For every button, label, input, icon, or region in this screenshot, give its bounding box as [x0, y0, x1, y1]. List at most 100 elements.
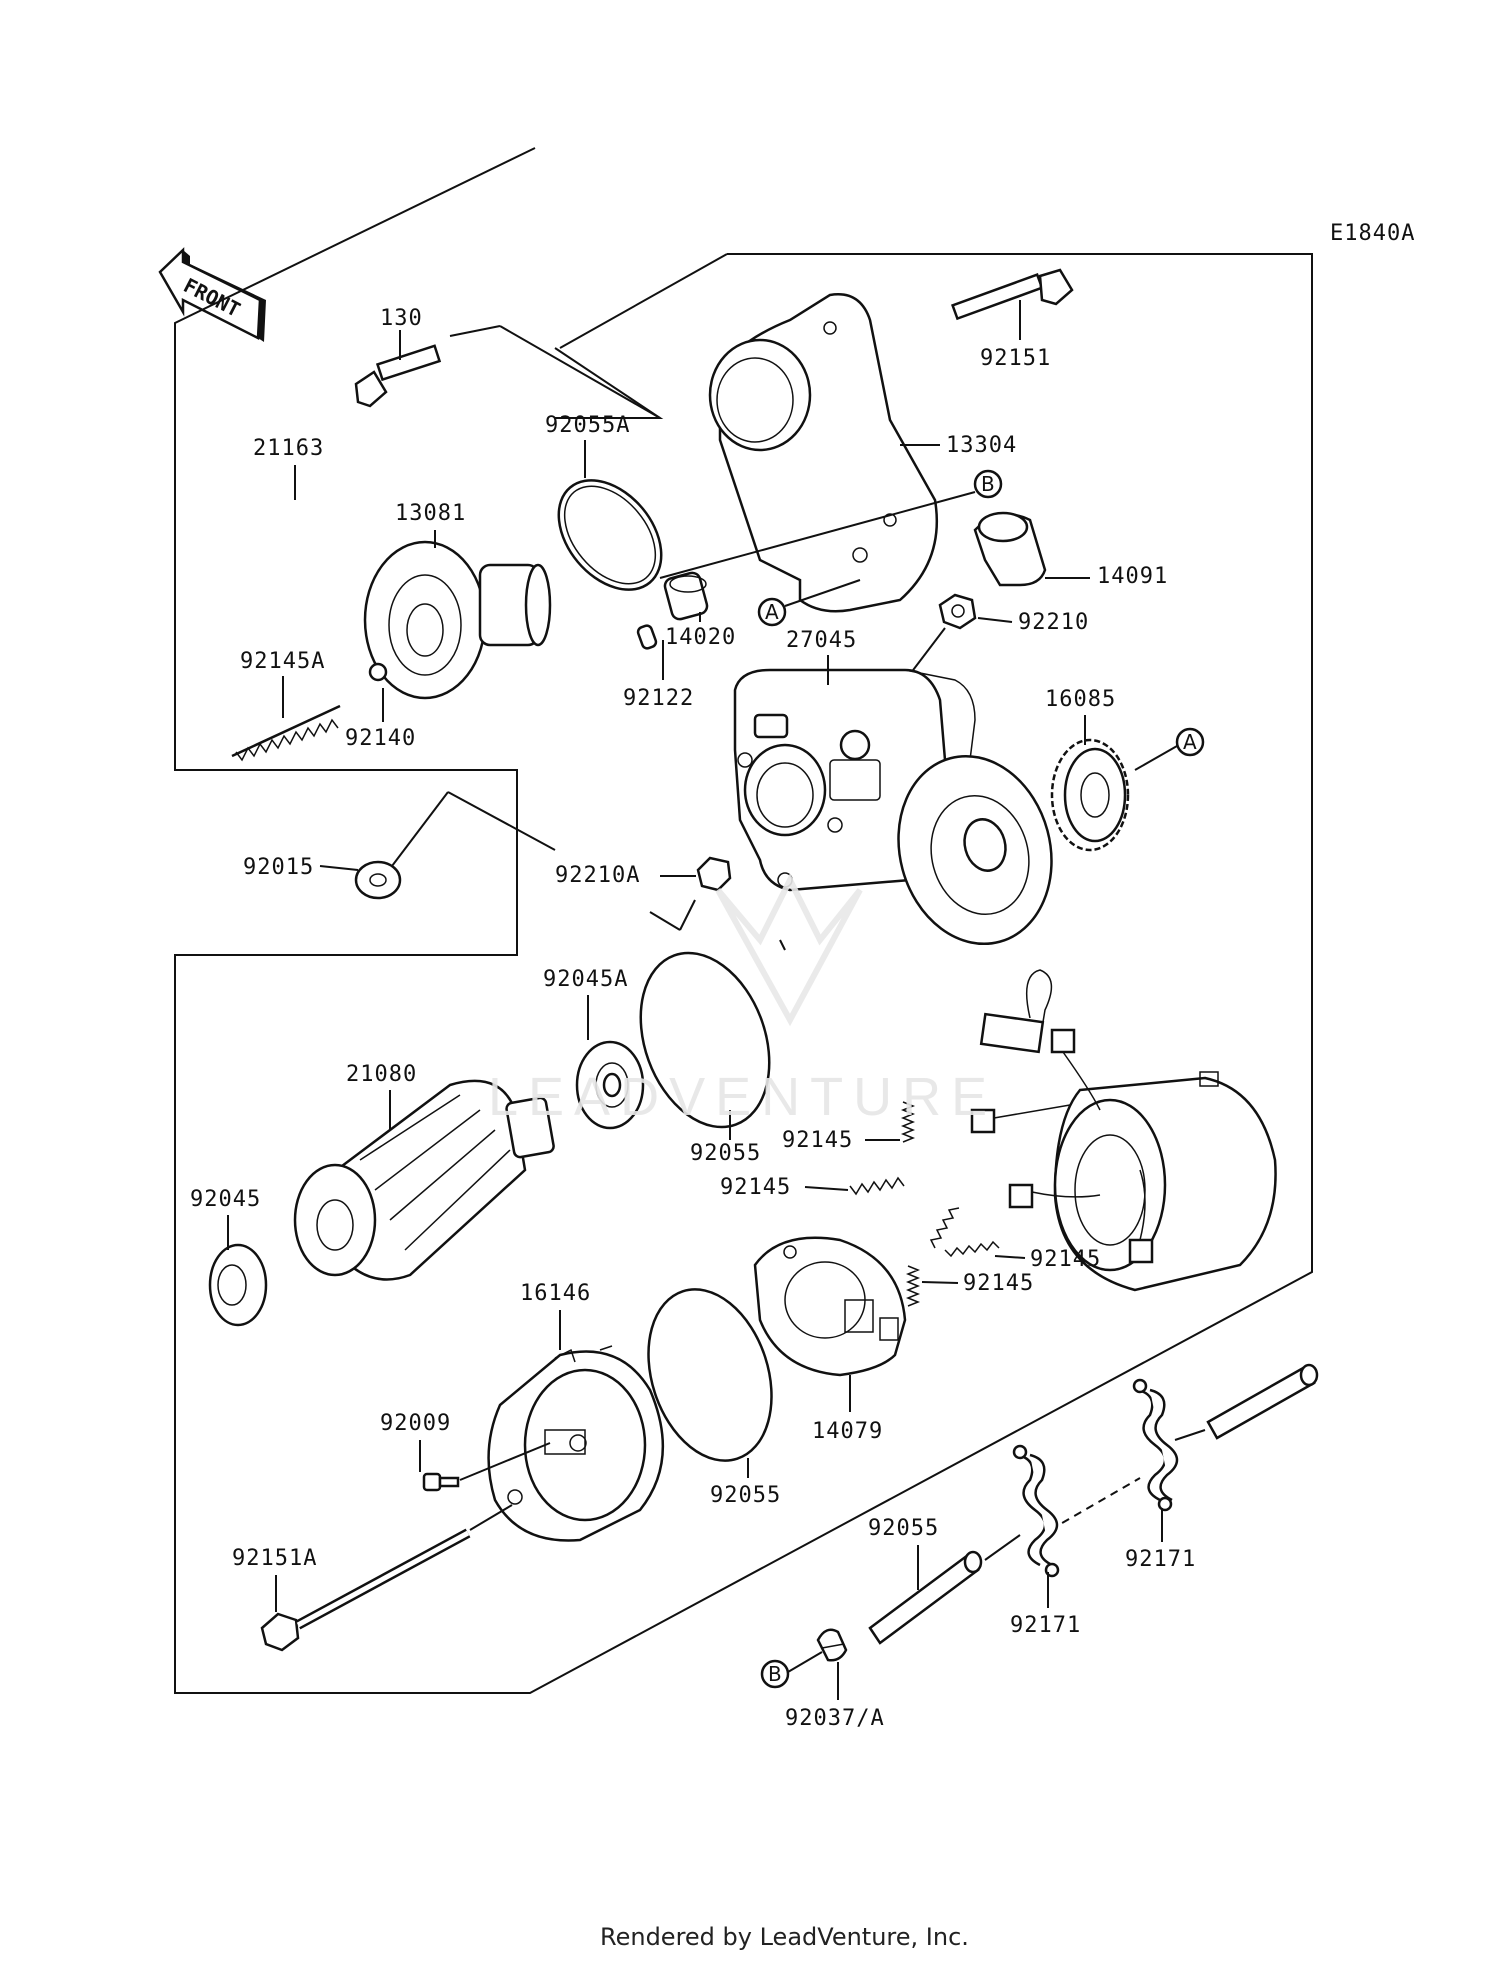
- leader-line: [1134, 745, 1178, 771]
- leader-line: [659, 491, 976, 579]
- spring-92145-2: [849, 1176, 905, 1196]
- spring-92145-1: [900, 1101, 916, 1143]
- clamp-92171-left: [1012, 1444, 1060, 1578]
- part-label-92140: 92140: [345, 726, 416, 751]
- ball-92140: [368, 662, 388, 682]
- callout-a-marker: [1175, 727, 1205, 757]
- leader-line: [447, 791, 556, 851]
- part-label-92145-4: 92145: [963, 1271, 1034, 1296]
- part-label-92145-2: 92145: [720, 1175, 791, 1200]
- yoke-end-frame: [897, 754, 1053, 946]
- spring-92145-3: [929, 1207, 960, 1249]
- footer-credit: Rendered by LeadVenture, Inc.: [600, 1923, 969, 1951]
- leader-line: [787, 1651, 823, 1673]
- leader-line: [499, 325, 661, 419]
- part-label-13081: 13081: [395, 501, 466, 526]
- leader-line: [784, 579, 861, 607]
- callout-a-marker: [757, 597, 787, 627]
- part-label-92015: 92015: [243, 855, 314, 880]
- part-label-16146: 16146: [520, 1281, 591, 1306]
- part-label-92210A: 92210A: [555, 863, 640, 888]
- screw-92009: [422, 1472, 460, 1492]
- leader-line: [559, 253, 728, 349]
- part-label-92145-1: 92145: [782, 1128, 853, 1153]
- armature-21080: [293, 1079, 555, 1281]
- callout-b-marker: [760, 1659, 790, 1689]
- gear-16085: [1050, 738, 1130, 852]
- part-label-92045: 92045: [190, 1187, 261, 1212]
- bearing-92045A: [575, 1040, 645, 1130]
- leader-line: [984, 1534, 1021, 1561]
- brush-lead-wires: [970, 969, 1154, 1264]
- leader-line: [1174, 1429, 1206, 1441]
- bolt-92151: [951, 268, 1074, 321]
- part-label-16085: 16085: [1045, 687, 1116, 712]
- collar-14020: [663, 571, 709, 621]
- spring-92145A: [231, 704, 341, 762]
- callout-a-label: A: [1183, 730, 1197, 754]
- o-ring-92055-upper: [639, 951, 771, 1129]
- part-label-14020: 14020: [665, 625, 736, 650]
- part-label-130: 130: [380, 306, 423, 331]
- part-label-92171-left: 92171: [1010, 1613, 1081, 1638]
- brush-holder-14079: [753, 1236, 907, 1377]
- part-label-92192A: 92055: [868, 1516, 939, 1541]
- part-label-21080: 21080: [346, 1062, 417, 1087]
- watermark: LEADVENTURE: [488, 873, 997, 1127]
- bolt-130: [354, 344, 442, 408]
- leader-line: [1049, 1477, 1141, 1531]
- clamp-92037A: [816, 1628, 848, 1662]
- leader-line: [977, 617, 1013, 623]
- cap-14091: [973, 511, 1047, 587]
- leader-line: [391, 791, 449, 867]
- callout-a-label: A: [765, 600, 779, 624]
- nut-92210A: [696, 856, 732, 892]
- leader-line: [804, 1186, 849, 1191]
- callout-b-label: B: [981, 472, 995, 496]
- part-label-92045A: 92045A: [543, 967, 628, 992]
- callout-b-marker: [973, 469, 1003, 499]
- hose-92192A-right: [1206, 1363, 1319, 1440]
- part-label-21163: 21163: [253, 436, 324, 461]
- spring-92145-3b: [944, 1240, 1000, 1258]
- drive-gear-13081: [363, 540, 552, 700]
- part-label-13304: 13304: [946, 433, 1017, 458]
- part-label-92122: 92122: [623, 686, 694, 711]
- hose-92192A: [868, 1550, 983, 1645]
- clamp-92171-right: [1132, 1378, 1179, 1512]
- leader-line: [319, 865, 359, 871]
- o-ring-92055-lower: [647, 1288, 773, 1462]
- o-ring-92055A: [557, 479, 663, 591]
- part-label-92055A: 92055A: [545, 413, 630, 438]
- callout-b-label: B: [768, 1662, 782, 1686]
- part-label-92055-lower: 92055: [710, 1483, 781, 1508]
- leader-line: [449, 325, 501, 337]
- part-label-92037A: 92037/A: [785, 1706, 885, 1731]
- leader-line: [779, 939, 786, 951]
- watermark-text: LEADVENTURE: [488, 1067, 997, 1127]
- part-label-92145A: 92145A: [240, 649, 325, 674]
- assembly-frame-outline: [174, 147, 1313, 1694]
- part-label-14091: 14091: [1097, 564, 1168, 589]
- nut-92210: [938, 593, 977, 630]
- bearing-92045: [208, 1243, 268, 1327]
- through-bolt-92151A: [260, 1528, 471, 1652]
- leader-line: [459, 1442, 551, 1481]
- leader-line: [921, 1281, 959, 1284]
- part-label-92210: 92210: [1018, 610, 1089, 635]
- part-label-14079: 14079: [812, 1419, 883, 1444]
- part-label-92009: 92009: [380, 1411, 451, 1436]
- washer-92015: [354, 860, 402, 900]
- part-label-92151: 92151: [980, 346, 1051, 371]
- leader-line: [994, 1255, 1026, 1259]
- diagram-id: E1840A: [1330, 221, 1415, 246]
- leader-line: [469, 1504, 513, 1531]
- solenoid-27045: [733, 668, 976, 892]
- assembly-frame-upper: [554, 347, 664, 419]
- part-label-92151A: 92151A: [232, 1546, 317, 1571]
- yoke-assembly: [1053, 1071, 1277, 1292]
- part-label-27045: 27045: [786, 628, 857, 653]
- end-cover-16146: [487, 1345, 665, 1542]
- leader-line: [649, 911, 681, 931]
